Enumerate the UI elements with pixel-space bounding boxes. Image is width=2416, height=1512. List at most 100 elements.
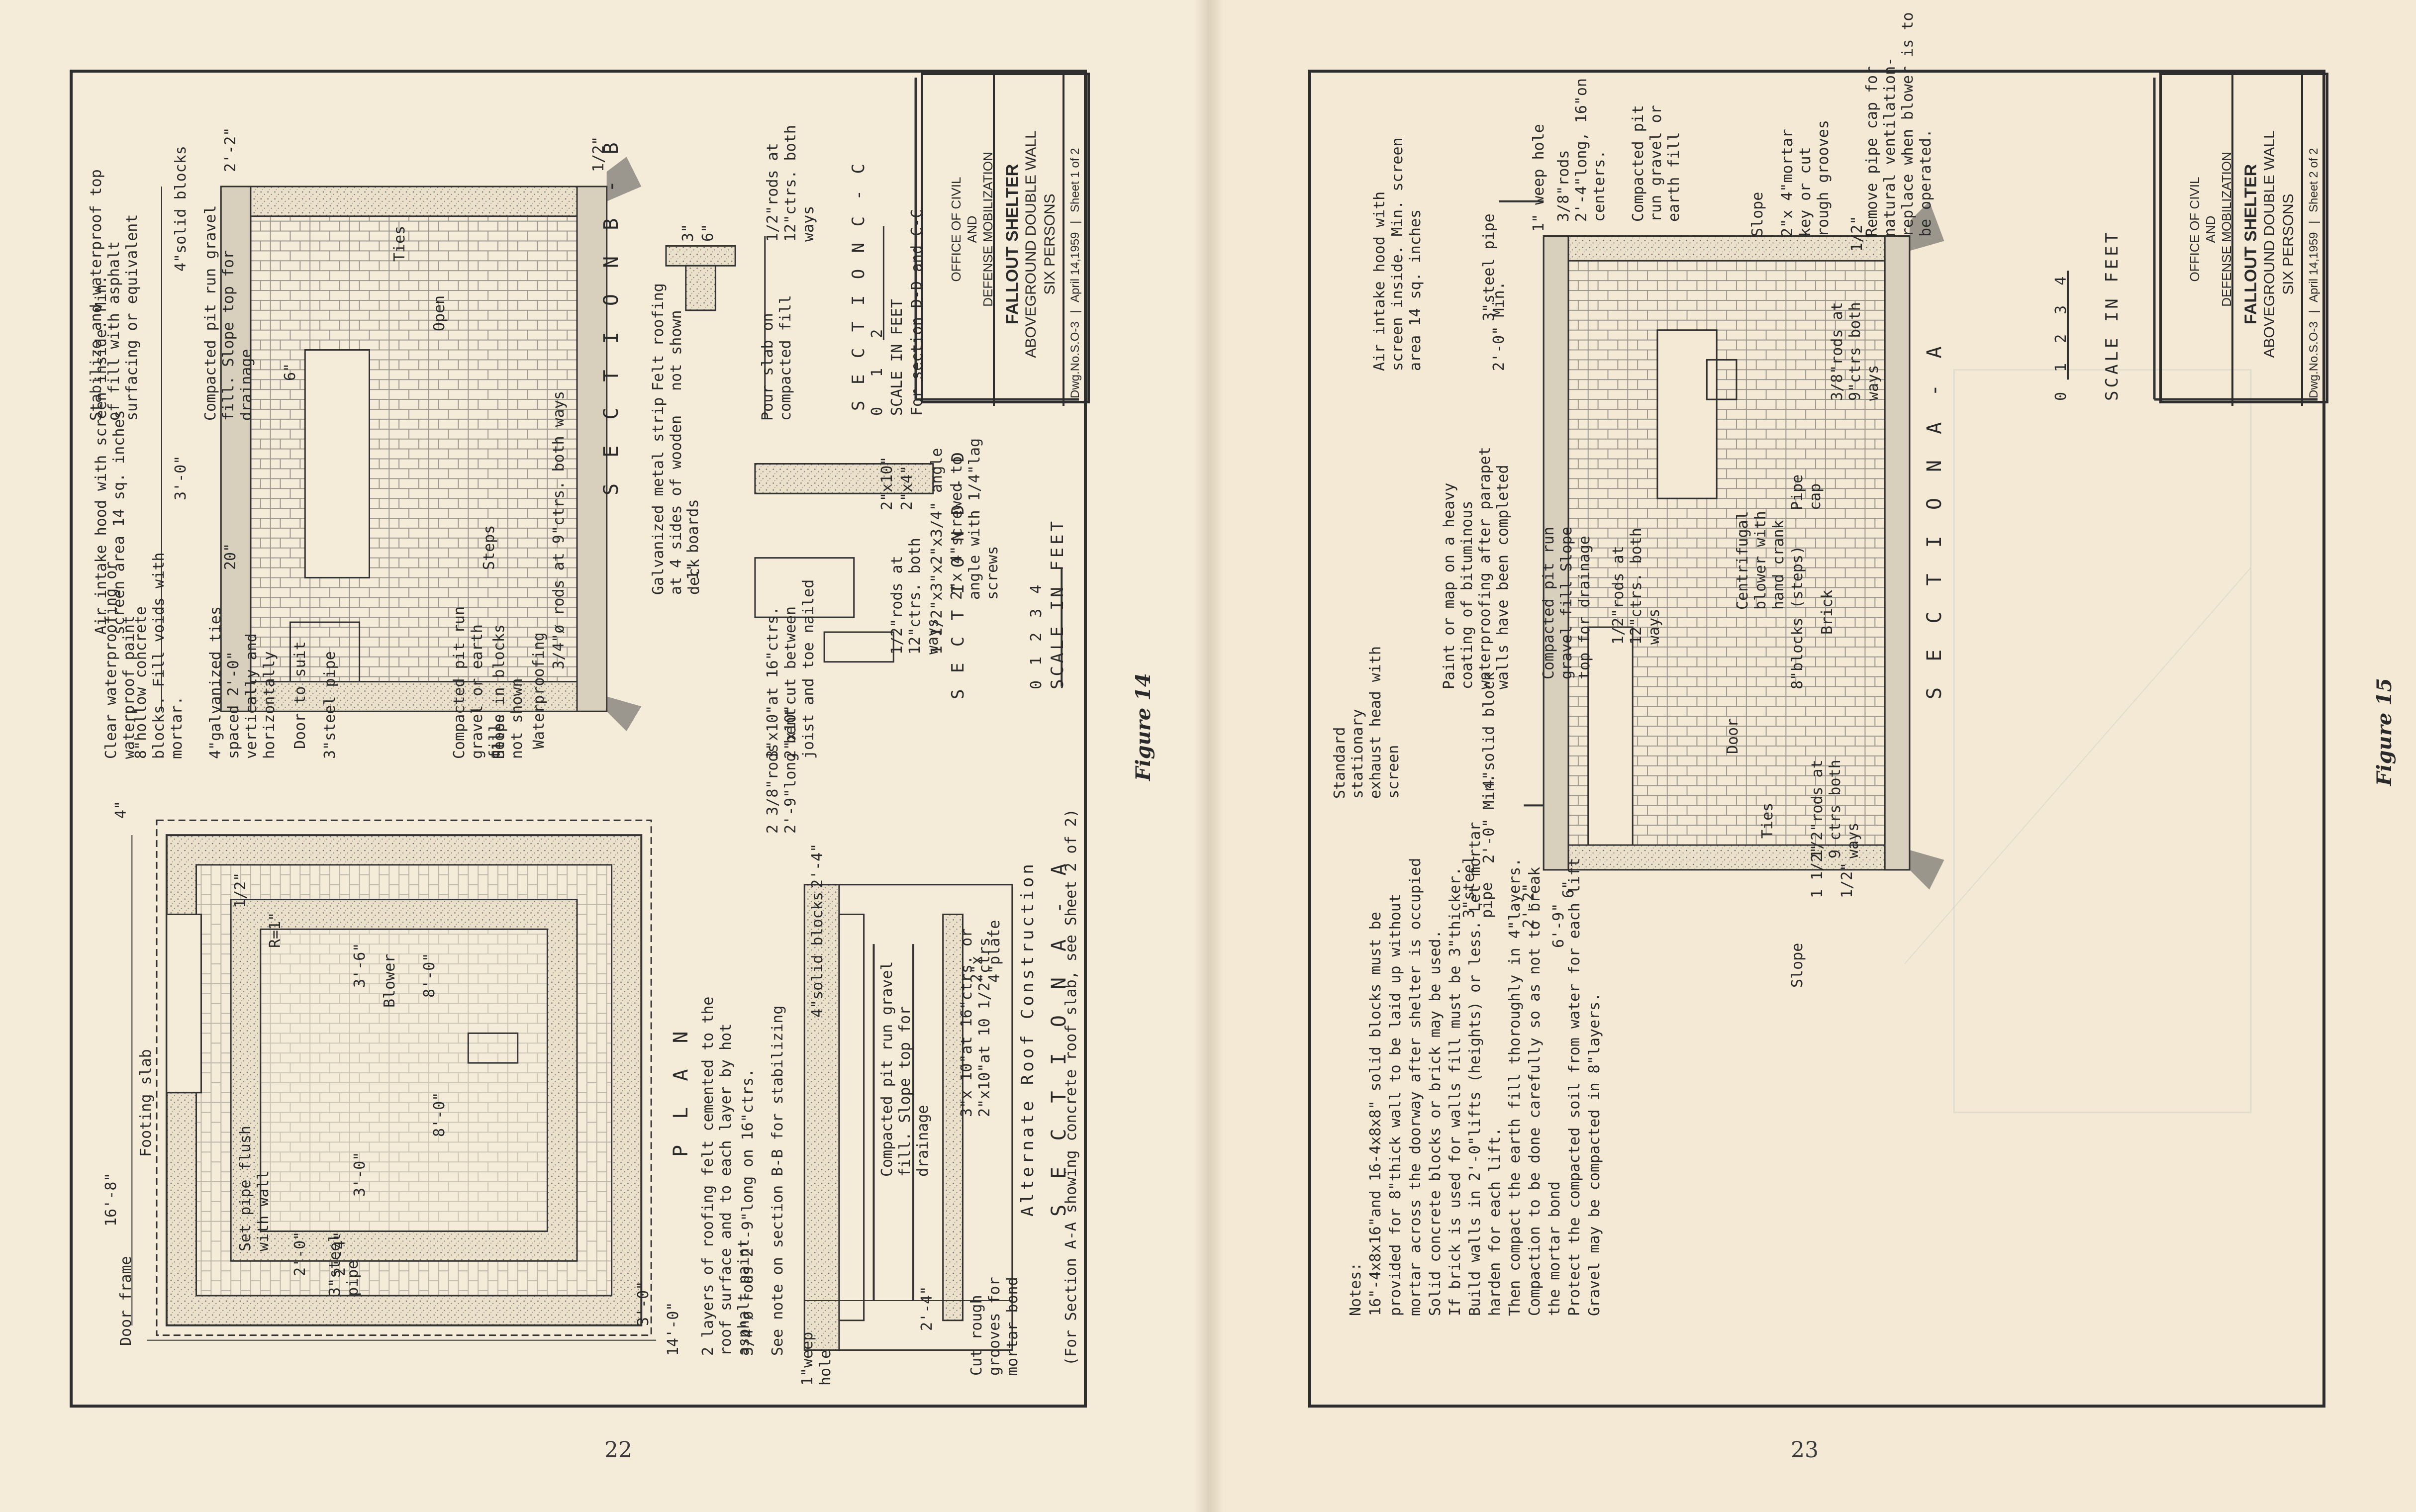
section-dd-note-boards: 1" boards — [684, 499, 702, 580]
title-block-right: OFFICE OF CIVIL AND DEFENSE MOBILIZATION… — [2159, 73, 2331, 406]
section-aa-alt-dim-2: 2'-4" — [918, 1286, 936, 1331]
section-aa-dim-7: 1 1/2" — [1809, 844, 1826, 898]
section-bb-note-open: Open — [431, 295, 448, 331]
notes-line-4: Solid concrete blocks or brick may be us… — [1427, 930, 1444, 1316]
section-aa-note-rods-12: 1/2"rods at 12"ctrs. both ways — [1610, 528, 1663, 645]
drawing-frame-left: OFFICE OF CIVIL AND DEFENSE MOBILIZATION… — [70, 70, 1092, 1408]
section-aa-drawing — [1499, 200, 1944, 890]
plan-note-ties: 4"galvanized ties spaced 2'-0" verticall… — [207, 606, 278, 759]
title-block-footer — [1063, 75, 1092, 406]
reverse-page-showthrough — [1904, 369, 2252, 1114]
plan-note-cut-grooves: Cut rough grooves for mortar bond — [968, 1277, 1021, 1376]
plan-note-stabilizing: See note on section B-B for stabilizing — [769, 1005, 786, 1356]
scale-label-right: SCALE IN FEET — [2102, 229, 2122, 401]
section-aa-alt-dim-1: 2'-4" — [809, 843, 826, 888]
section-aa-note-solid-block: 4"solid block — [1480, 672, 1498, 789]
section-aa-note-pipe-cap-label: Pipe cap — [1789, 474, 1824, 510]
section-bb-label: S E C T I O N B - B — [600, 135, 623, 495]
section-bb-dim-4: 20" — [222, 543, 239, 570]
title-block-title-group: FALLOUT SHELTER ABOVEGROUND DOUBLE WALL … — [1003, 115, 1060, 374]
plan-dim-1: 8'-0" — [421, 952, 438, 998]
page-number-right: 23 — [1791, 1437, 1819, 1463]
page-number-left: 22 — [604, 1437, 632, 1463]
section-aa-note-blower: Centrifugal blower with hand crank — [1734, 511, 1787, 610]
plan-dim-10: 4" — [112, 800, 130, 819]
plan-dim-width: 14'-0" — [665, 1302, 682, 1356]
title-block-left: OFFICE OF CIVIL AND DEFENSE MOBILIZATION… — [921, 73, 1092, 406]
section-dd-note-rods: 2 3/8"rods 2'-9"long bent — [764, 708, 799, 834]
title-block-title-group-right: FALLOUT SHELTER ABOVEGROUND DOUBLE WALL … — [2241, 115, 2298, 374]
notes-line-8: Then compact the earth fill thoroughly i… — [1506, 857, 1524, 1316]
section-dd-cc-drawing — [665, 226, 1063, 687]
section-aa-alt-note-plate: 2"x 4"plate — [968, 920, 1003, 983]
plan-dim-9: 1/2" — [232, 872, 249, 908]
notes-block: Notes: 16"-4x8x16"and 16-4x8x8" solid bl… — [1346, 822, 1605, 1316]
office-line-2-right: AND — [2203, 215, 2218, 243]
section-cc-scale-label: SCALE IN FEET — [888, 299, 906, 416]
notes-line-1: 16"-4x8x16"and 16-4x8x8" solid blocks mu… — [1367, 912, 1384, 1316]
notes-line-0: Notes: — [1347, 1262, 1364, 1316]
notes-line-9: Compaction to be done carefully so as no… — [1526, 866, 1544, 1316]
section-bb-dim-5: 1/2" — [590, 136, 607, 172]
section-bb-note-stabilize: Stabilize and waterproof top of fill wit… — [88, 169, 141, 421]
notes-line-5: If brick is used for walls fill must be … — [1447, 866, 1464, 1316]
title-block-office-right: OFFICE OF CIVIL AND DEFENSE MOBILIZATION — [2187, 125, 2234, 334]
sheet-number: Sheet 1 of 2 — [1068, 148, 1082, 213]
drawing-number: Dwg.No.S.O-3 — [1068, 321, 1082, 398]
drawing-date-right: April 14,1959 — [2307, 232, 2320, 303]
section-cc-scale-ticks: 012 — [869, 299, 886, 416]
notes-line-7: harden for each lift. — [1486, 1127, 1504, 1316]
plan-note-steel-pipe-2: 3"steel pipe — [321, 651, 339, 759]
section-dd-note-screwed: 2"x 4"screwed to angle with 1/4"lag scre… — [948, 438, 1001, 600]
notes-line-10: the mortar bond — [1546, 1181, 1563, 1316]
section-dd-note-2x4: 2"x4" — [898, 465, 916, 510]
section-aa-note-slope: Slope — [1749, 191, 1766, 237]
plan-dim-3: 8'-0" — [431, 1092, 448, 1137]
section-aa-note-brick: Brick — [1819, 589, 1836, 635]
notes-line-6: Build walls in 2'-0"lifts (heights) or l… — [1466, 822, 1484, 1316]
section-aa-note-door: Door — [1724, 718, 1741, 754]
section-bb-note-ties: Ties — [391, 225, 408, 262]
section-dd-note-2x10: 2"x10" — [878, 456, 896, 510]
plan-note-blower: Blower — [381, 953, 398, 1008]
plan-note-set-pipe: Set pipe flush with wall — [237, 1126, 272, 1251]
title-block-capacity: SIX PERSONS — [1042, 193, 1058, 295]
section-cc-dim-1: 3" — [679, 223, 697, 242]
section-aa-note-intake: Air intake hood with screen inside. Min.… — [1371, 137, 1424, 371]
section-aa-alt-note-fill: Compacted pit run gravel fill. Slope top… — [878, 961, 932, 1177]
notes-line-3: mortar across the doorway after shelter … — [1407, 857, 1424, 1316]
plan-note-footing-slab: Footing slab — [137, 1049, 155, 1157]
plan-dim-4: 3'-0" — [351, 1151, 369, 1197]
section-cc-note-rods: 1/2"rods at 12"ctrs. both ways — [764, 125, 817, 242]
section-aa-note-slope-2: Slope — [1789, 943, 1806, 988]
title-block-subtitle: ABOVEGROUND DOUBLE WALL — [1023, 130, 1039, 358]
section-aa-alt-sublabel: Alternate Roof Construction — [1018, 861, 1038, 1217]
title-block-footer-text-right: Dwg.No.S.O-3 | April 14,1959 | Sheet 2 o… — [2307, 148, 2320, 398]
section-aa-note-weep-hole: 1" weep hole — [1530, 124, 1547, 232]
section-aa-alt-footnote: (For Section A-A showing concrete roof s… — [1063, 809, 1080, 1366]
section-dd-note-angle: 1 1/2"x3"x2"x3/4" angle — [928, 448, 946, 655]
section-bb-note-solid-blocks: 4"solid blocks — [172, 146, 190, 272]
title-block-cell-right — [2231, 75, 2331, 406]
plan-dim-2: 3'-6" — [351, 943, 369, 988]
sheet-number-right: Sheet 2 of 2 — [2307, 148, 2320, 213]
section-bb-note-slope: Slope — [490, 714, 508, 759]
plan-dim-8: R=1" — [267, 912, 284, 948]
plan-note-door-frame: Door frame — [117, 1256, 135, 1346]
notes-line-11: Protect the compacted soil from water fo… — [1566, 857, 1583, 1316]
section-aa-note-ties: Ties — [1759, 802, 1776, 839]
section-bb-note-waterproofing: Waterproofing — [530, 632, 548, 749]
section-aa-dim-1: 2'-0" Min. — [1490, 281, 1508, 371]
section-aa-note-rods-2-4: 3/8"rods 2'-4"long, 16"on centers. — [1555, 78, 1608, 222]
section-bb-dim-3: 3'-0" — [172, 455, 190, 500]
section-aa-note-exhaust: Standard stationary exhaust head with sc… — [1331, 646, 1402, 799]
office-line-1: OFFICE OF CIVIL — [949, 177, 964, 282]
section-aa-alt-note-blocks: 4"solid blocks — [809, 892, 826, 1018]
section-bb-drawing — [161, 157, 642, 732]
section-aa-note-paint: Paint or map on a heavy coating of bitum… — [1441, 447, 1512, 689]
scale-ticks-right: 01234 — [2052, 256, 2070, 401]
section-aa-alt-drawing — [803, 884, 1013, 1351]
figure-caption-right: Figure 15 — [2373, 678, 2396, 786]
section-aa-label: S E C T I O N A - A — [1923, 339, 1946, 699]
title-block-title-right: FALLOUT SHELTER — [2241, 164, 2260, 325]
